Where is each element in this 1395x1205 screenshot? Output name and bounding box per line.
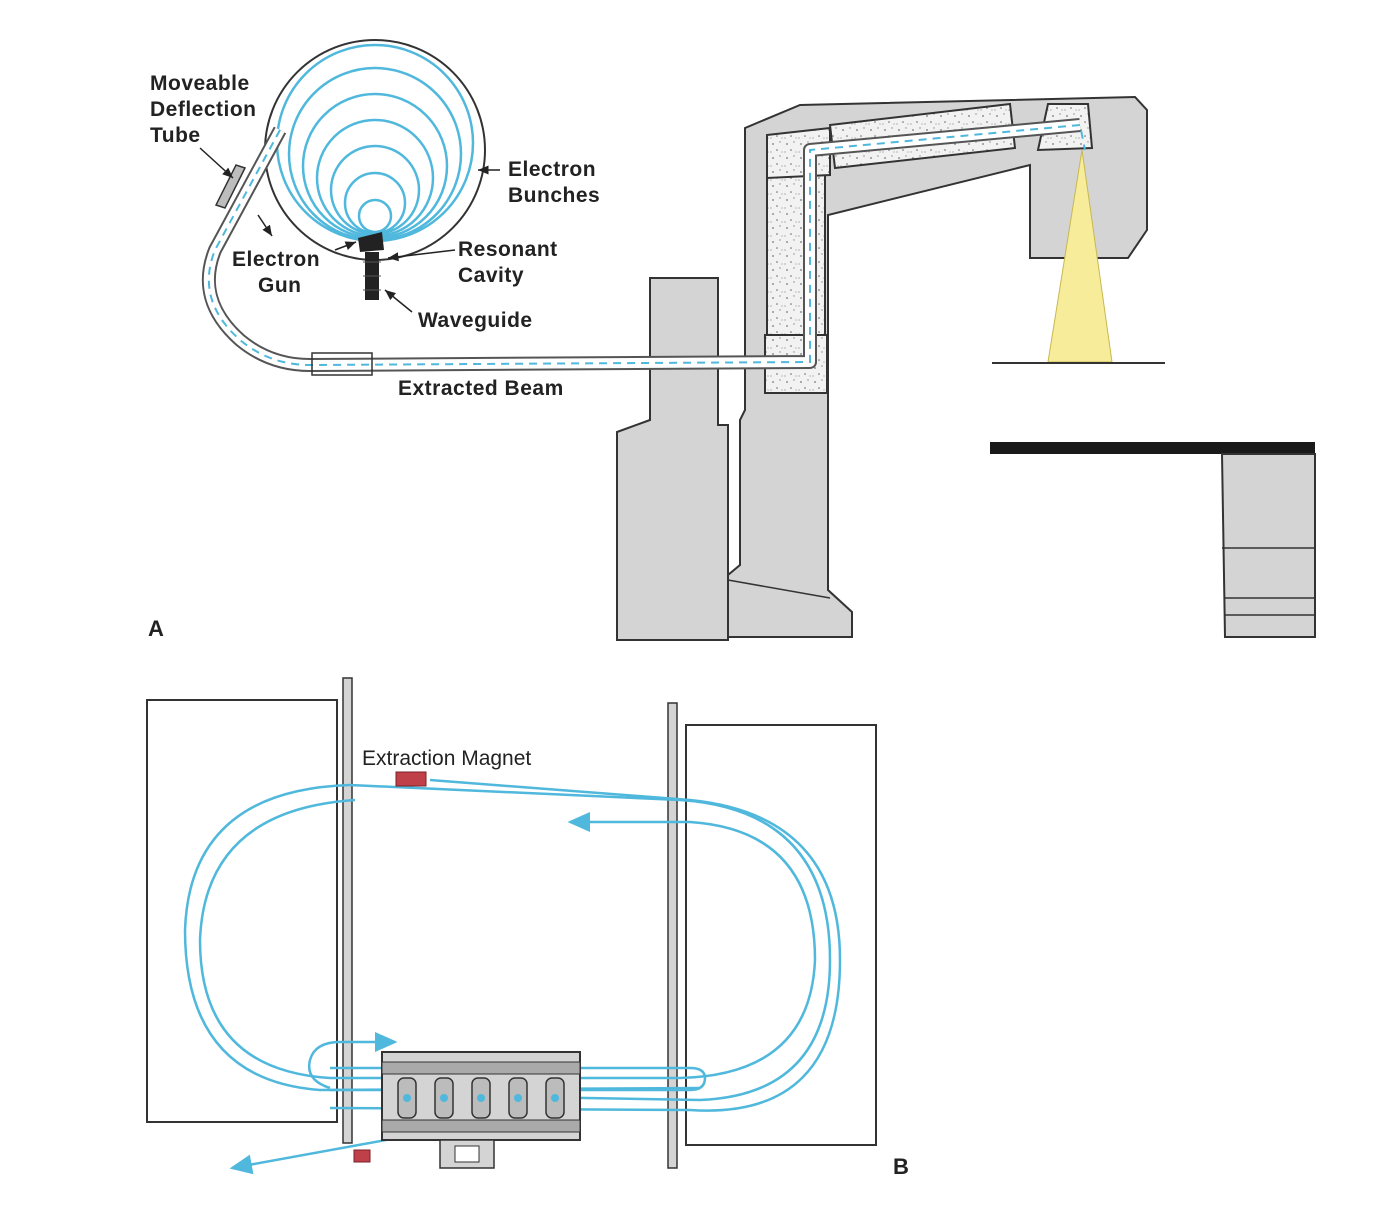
- panel-letter-a: A: [148, 616, 164, 641]
- label-moveable-1: Moveable: [150, 72, 250, 95]
- label-gun-1: Electron: [232, 248, 320, 271]
- panel-b: Extraction Magnet B: [146, 677, 909, 1179]
- beam-transport-tube: [201, 118, 1086, 372]
- treatment-couch: [990, 442, 1316, 638]
- label-bunches-1: Electron: [508, 158, 596, 181]
- extraction-magnet: [395, 771, 427, 787]
- gantry-arm-edge: [727, 579, 831, 599]
- gantry-stand: [616, 277, 729, 641]
- resonant-cavity: [358, 232, 384, 300]
- panel-a: Moveable Deflection Tube Electron Bunche…: [148, 39, 1316, 641]
- label-extraction-magnet: Extraction Magnet: [362, 747, 531, 770]
- gantry-arm: [727, 95, 1148, 638]
- leader-lines: [199, 147, 500, 313]
- microtron: [264, 39, 486, 261]
- panel-letter-b: B: [893, 1154, 909, 1179]
- label-extracted-beam: Extracted Beam: [398, 377, 564, 400]
- label-moveable-3: Tube: [150, 124, 201, 147]
- label-moveable-2: Deflection: [150, 98, 257, 121]
- bending-magnet-right: [685, 724, 877, 1146]
- plate-right: [667, 702, 678, 1169]
- deflection-tube: [214, 164, 247, 209]
- label-cavity-2: Cavity: [458, 264, 524, 287]
- label-cavity-1: Resonant: [458, 238, 558, 261]
- bending-magnet-left: [146, 699, 338, 1123]
- extraction-sleeve: [311, 352, 373, 376]
- label-waveguide: Waveguide: [418, 309, 533, 332]
- label-gun-2: Gun: [258, 274, 302, 297]
- extraction-magnet-lower: [353, 1149, 371, 1163]
- label-bunches-2: Bunches: [508, 184, 600, 207]
- accelerating-structure: [381, 1051, 581, 1169]
- plate-left: [342, 677, 353, 1144]
